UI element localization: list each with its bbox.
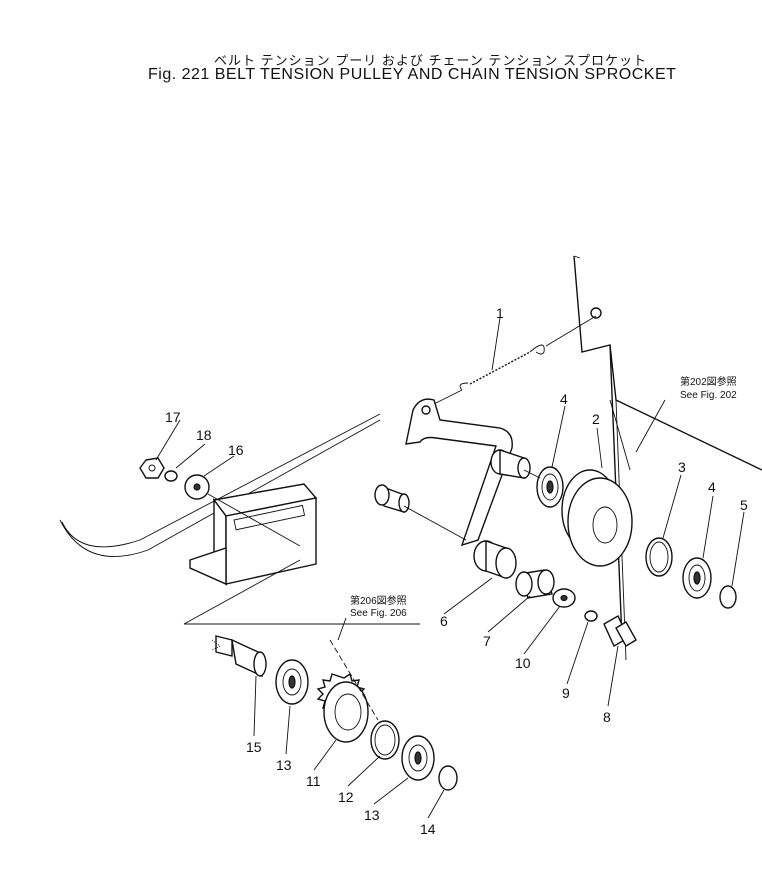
bushing	[374, 484, 467, 541]
part-label-9: 9	[562, 685, 570, 701]
tension-spring	[429, 315, 597, 407]
part-label-8: 8	[603, 709, 611, 725]
figure-title-japanese: ベルト テンション プーリ および チェーン テンション スプロケット	[214, 53, 648, 68]
reference-fig-202: See Fig. 202	[680, 390, 737, 401]
leader-lines	[155, 317, 745, 819]
reference-fig-202-jp: 第202図参照	[680, 375, 737, 388]
part-label-10: 10	[515, 655, 531, 671]
part-label-1: 1	[496, 305, 504, 321]
part-label-12: 12	[338, 789, 354, 805]
part-label-17: 17	[165, 409, 181, 425]
frame-plate	[573, 255, 762, 661]
part-label-4-upper: 4	[560, 391, 568, 407]
part-label-3: 3	[678, 459, 686, 475]
reference-fig-206-jp: 第206図参照	[350, 594, 407, 607]
tension-bracket	[59, 413, 381, 586]
part-label-18: 18	[196, 427, 212, 443]
part-label-5: 5	[740, 497, 748, 513]
part-label-4-right: 4	[708, 479, 716, 495]
part-label-2: 2	[592, 411, 600, 427]
tension-arm	[405, 398, 531, 579]
part-label-16: 16	[228, 442, 244, 458]
part-label-11: 11	[306, 773, 321, 789]
cross-references: 第202図参照 See Fig. 202 第206図参照 See Fig. 20…	[350, 375, 737, 619]
sprocket-assembly	[183, 559, 458, 791]
part-label-6: 6	[440, 613, 448, 629]
part-labels: 1 2 3 4 4 5 6 7 8 9 10 11 12 13 13 14 15…	[165, 305, 748, 837]
pin-stack	[515, 569, 637, 647]
reference-fig-206: See Fig. 206	[350, 608, 407, 619]
pulley-assembly	[523, 466, 737, 609]
part-label-13-left: 13	[276, 757, 292, 773]
part-label-7: 7	[483, 633, 491, 649]
part-label-13-right: 13	[364, 807, 380, 823]
figure-title: Fig. 221 BELT TENSION PULLEY AND CHAIN T…	[148, 66, 677, 83]
part-label-14: 14	[420, 821, 436, 837]
part-label-15: 15	[246, 739, 262, 755]
